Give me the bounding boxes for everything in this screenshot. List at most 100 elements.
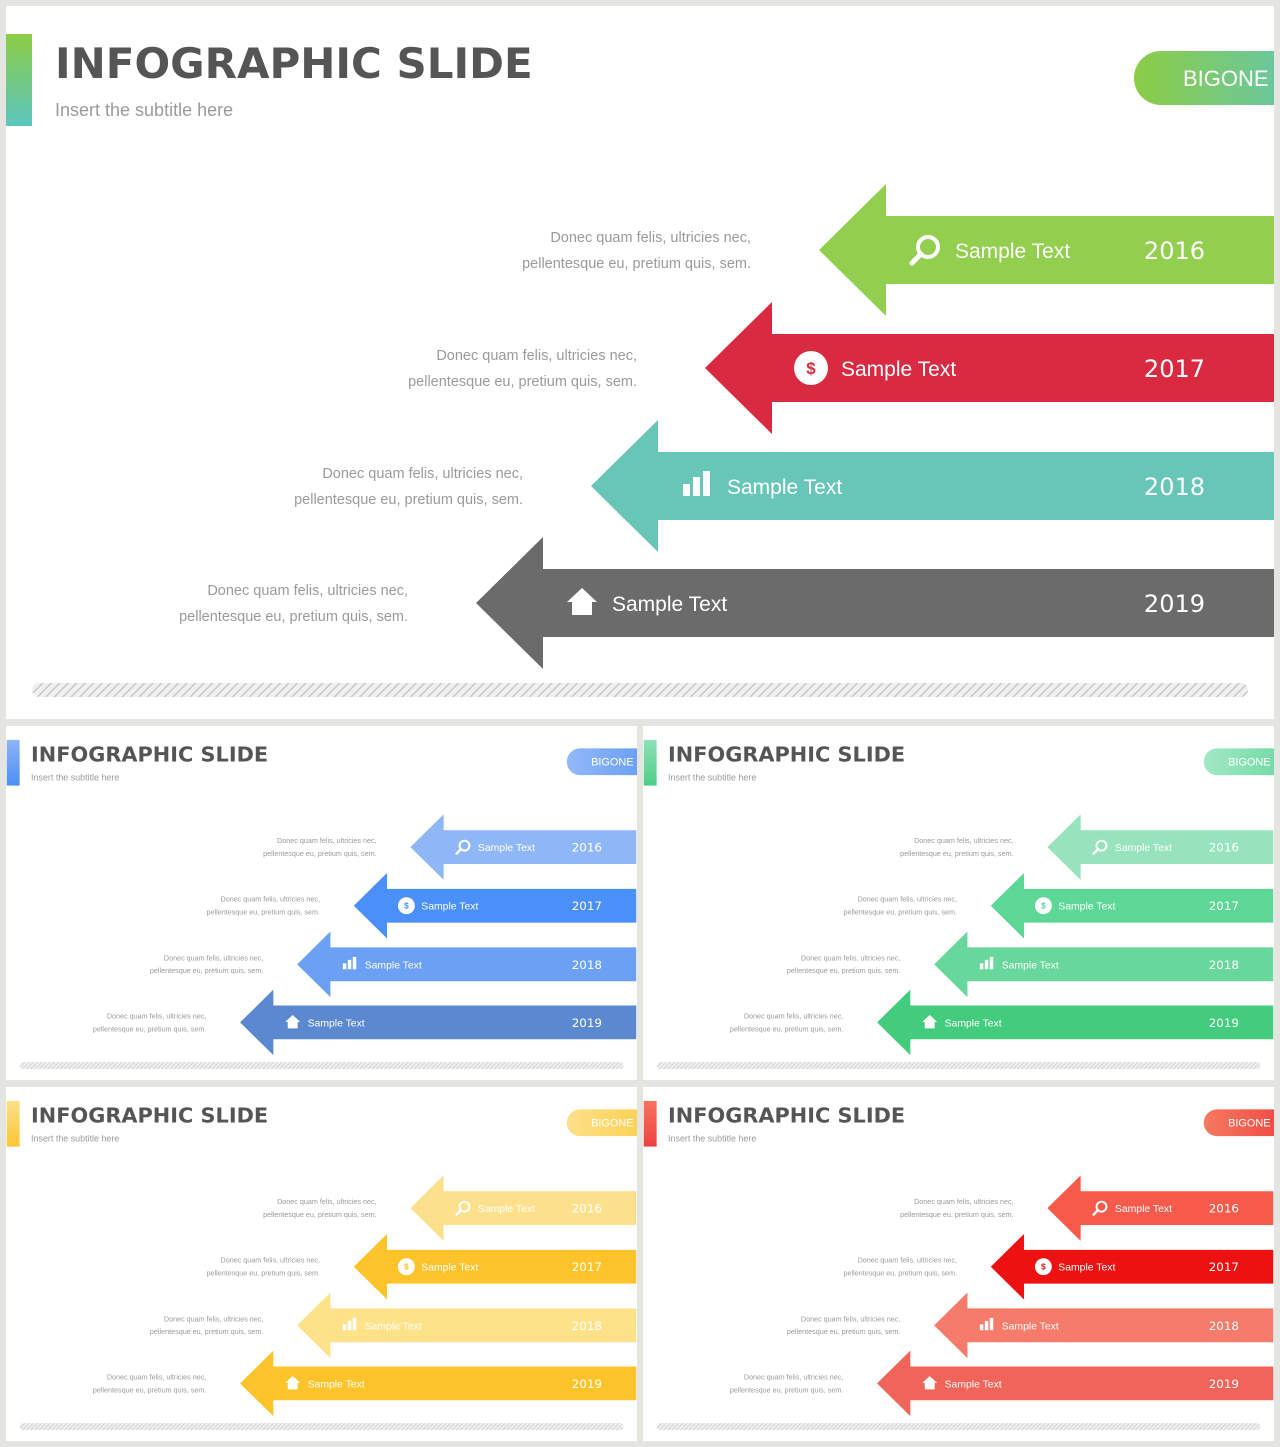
arrow-label: Sample Text <box>1115 1204 1172 1215</box>
arrow-shape <box>353 1233 637 1300</box>
brand-badge: BIGONE <box>1203 1109 1274 1137</box>
row-description: Donec quam felis, ultricies nec,pellente… <box>263 836 376 858</box>
description-line: pellentesque eu, pretium quis, sem. <box>787 1327 900 1336</box>
arrow-shape <box>1047 1175 1274 1241</box>
arrow-year: 2016 <box>1209 841 1239 855</box>
arrow-label: Sample Text <box>421 902 478 913</box>
arrow-label: Sample Text <box>1058 1263 1115 1274</box>
description-line: Donec quam felis, ultricies nec, <box>107 1372 206 1381</box>
home-icon <box>567 588 597 615</box>
row-description: Donec quam felis, ultricies nec, pellente… <box>900 1197 1013 1219</box>
arrow-shape <box>934 1292 1274 1359</box>
bar-chart-icon <box>683 471 710 496</box>
slide-canvas: INFOGRAPHIC SLIDE Insert the subtitle her… <box>643 739 1274 1070</box>
title-accent-bar <box>643 739 657 786</box>
arrow-label: Sample Text <box>1002 960 1059 971</box>
title-accent-bar <box>6 34 32 126</box>
arrow-label: Sample Text <box>955 240 1070 263</box>
arrow-year: 2018 <box>1209 1319 1239 1333</box>
svg-text:$: $ <box>404 1262 409 1272</box>
arrow-year: 2016 <box>572 841 602 855</box>
description-line: Donec quam felis, ultricies nec, <box>858 895 957 904</box>
brand-badge: BIGONE <box>1134 51 1274 105</box>
description-line: Donec quam felis, ultricies nec, <box>322 466 523 482</box>
arrow-label: Sample Text <box>945 1018 1002 1029</box>
description-line: Donec quam felis, ultricies nec, <box>744 1372 843 1381</box>
arrow-label: Sample Text <box>841 358 956 381</box>
arrow-shape <box>705 302 1274 434</box>
row-description: Donec quam felis, ultricies nec,pellente… <box>787 1314 900 1336</box>
dollar-icon: $ <box>397 1258 415 1276</box>
arrow-label: Sample Text <box>1115 843 1172 854</box>
bar-chart-icon <box>979 956 994 970</box>
arrow-shape <box>591 420 1274 552</box>
brand-badge: BIGONE <box>566 1109 637 1137</box>
arrow-label: Sample Text <box>1058 902 1115 913</box>
arrow-year: 2019 <box>1209 1377 1239 1391</box>
bottom-divider <box>19 1062 624 1070</box>
svg-text:$: $ <box>1041 901 1046 911</box>
arrow-year: 2018 <box>572 1319 602 1333</box>
search-icon <box>1092 839 1108 855</box>
svg-text:$: $ <box>1041 1262 1046 1272</box>
brand-badge: BIGONE <box>1203 748 1274 776</box>
description-line: Donec quam felis, ultricies nec, <box>914 836 1013 845</box>
description-line: Donec quam felis, ultricies nec, <box>207 583 408 599</box>
arrow-shape <box>819 184 1274 316</box>
search-icon <box>909 235 940 266</box>
search-icon <box>1092 1200 1108 1216</box>
row-description: Donec quam felis, ultricies nec,pellente… <box>150 953 263 975</box>
brand-label: BIGONE <box>1228 1118 1270 1130</box>
row-description: Donec quam felis, ultricies nec,pellente… <box>93 1372 206 1394</box>
row-description: Donec quam felis, ultricies nec,pellente… <box>294 466 523 508</box>
svg-text:$: $ <box>404 901 409 911</box>
page-title: INFOGRAPHIC SLIDE <box>668 743 905 767</box>
arrow-shape <box>297 931 637 998</box>
description-line: Donec quam felis, ultricies nec, <box>914 1197 1013 1206</box>
search-icon <box>455 839 471 855</box>
timeline-arrow-2019: Sample Text 2019 <box>877 1350 1274 1417</box>
arrow-label: Sample Text <box>308 1018 365 1029</box>
arrow-label: Sample Text <box>365 960 422 971</box>
arrow-label: Sample Text <box>945 1379 1002 1390</box>
arrow-year: 2016 <box>572 1202 602 1216</box>
description-line: Donec quam felis, ultricies nec, <box>436 348 637 364</box>
arrow-year: 2017 <box>1209 1260 1239 1274</box>
bar-chart-icon <box>342 1317 357 1331</box>
row-description: Donec quam felis, ultricies nec,pellente… <box>93 1011 206 1033</box>
row-description: Donec quam felis, ultricies nec,pellente… <box>844 1256 957 1278</box>
row-description: Donec quam felis, ultricies nec,pellente… <box>263 1197 376 1219</box>
description-line: pellentesque eu, pretium quis, sem. <box>150 1327 263 1336</box>
arrow-shape <box>877 1350 1274 1417</box>
svg-text:$: $ <box>806 359 816 378</box>
arrow-shape <box>1047 814 1274 880</box>
home-icon <box>922 1375 938 1390</box>
description-line: pellentesque eu, pretium quis, sem. <box>900 1210 1013 1219</box>
dollar-icon: $ <box>397 897 415 915</box>
description-line: Donec quam felis, ultricies nec, <box>277 1197 376 1206</box>
page-subtitle: Insert the subtitle here <box>668 773 756 783</box>
arrow-shape <box>353 872 637 939</box>
title-accent-bar <box>6 1100 20 1147</box>
bar-chart-icon <box>979 1317 994 1331</box>
row-description: Donec quam felis, ultricies nec,pellente… <box>900 836 1013 858</box>
arrow-year: 2017 <box>572 1260 602 1274</box>
description-line: pellentesque eu, pretium quis, sem. <box>730 1024 843 1033</box>
arrow-shape <box>990 872 1274 939</box>
description-line: Donec quam felis, ultricies nec, <box>858 1256 957 1265</box>
brand-label: BIGONE <box>1183 66 1269 91</box>
